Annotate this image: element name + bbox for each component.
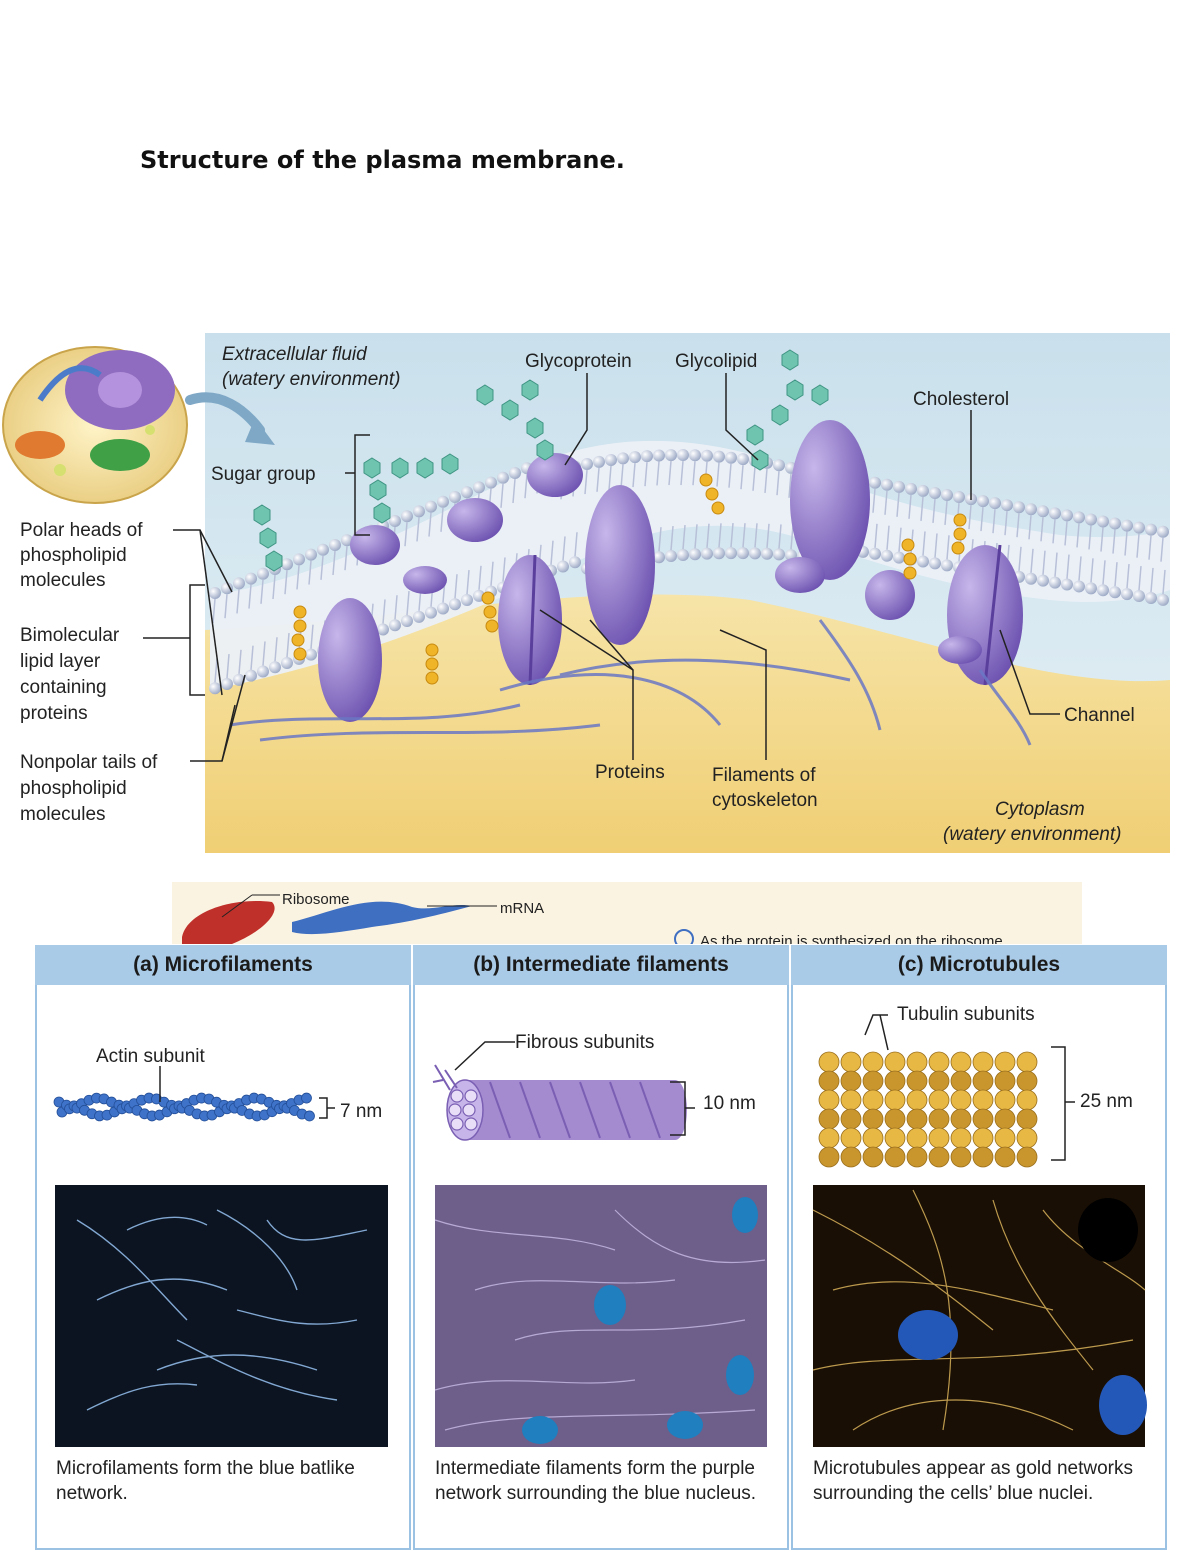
partial-figure-strip: Ribosome mRNA As the protein is synthesi… (172, 882, 1082, 944)
polar-heads-label-1: Polar heads of (20, 520, 143, 541)
nonpolar-tails-label-1: Nonpolar tails of (20, 752, 158, 773)
filaments-label-2: cytoskeleton (712, 790, 818, 811)
plasma-membrane-figure (2, 333, 1170, 853)
bimolecular-label-4: proteins (20, 703, 88, 724)
cytoplasm-label-1: Cytoplasm (995, 799, 1085, 820)
sugar-group-label: Sugar group (211, 464, 316, 485)
channel-label: Channel (1064, 705, 1135, 726)
panel-b-caption: Intermediate filaments form the purple n… (435, 1458, 757, 1504)
page-title: Structure of the plasma membrane. (140, 146, 625, 174)
bimolecular-label-2: lipid layer (20, 651, 101, 672)
glycolipid-label: Glycolipid (675, 351, 758, 372)
microtubule-size-label: 25 nm (1080, 1091, 1133, 1112)
microfilament-micrograph (55, 1185, 388, 1447)
panel-c-heading: (c) Microtubules (791, 945, 1167, 985)
actin-size-label: 7 nm (340, 1101, 383, 1122)
actin-subunit-label: Actin subunit (96, 1046, 205, 1067)
microtubule-drawings (812, 1014, 1147, 1447)
ribosome-label: Ribosome (282, 891, 350, 908)
tubulin-subunits-label: Tubulin subunits (897, 1004, 1035, 1025)
cholesterol-molecules (291, 473, 967, 685)
fibrous-subunits-label: Fibrous subunits (515, 1032, 655, 1053)
cytoskeleton-filaments (229, 619, 1032, 746)
polar-heads-label-3: molecules (20, 570, 106, 591)
bimolecular-label-1: Bimolecular (20, 625, 120, 646)
extracellular-label-2: (watery environment) (222, 369, 401, 390)
sugar-chains (253, 349, 829, 572)
microfilament-drawings (53, 1066, 388, 1447)
intermediate-size-label: 10 nm (703, 1093, 756, 1114)
ribosome-illustration (182, 894, 694, 944)
polar-heads-label-2: phospholipid (20, 545, 127, 566)
cholesterol-label: Cholesterol (913, 389, 1010, 410)
extracellular-label-1: Extracellular fluid (222, 344, 367, 365)
nonpolar-tails-label-3: molecules (20, 804, 106, 825)
panel-a-caption: Microfilaments form the blue batlike net… (56, 1458, 355, 1504)
bimolecular-label-3: containing (20, 677, 107, 698)
glycoprotein-label: Glycoprotein (525, 351, 632, 372)
mrna-label: mRNA (500, 900, 545, 917)
panel-c-caption: Microtubules appear as gold networks sur… (813, 1458, 1134, 1504)
panel-a-heading: (a) Microfilaments (35, 945, 411, 985)
nonpolar-tails-label-2: phospholipid (20, 778, 127, 799)
cytoplasm-label-2: (watery environment) (943, 824, 1122, 845)
filaments-label-1: Filaments of (712, 765, 816, 786)
cell-illustration (2, 346, 275, 504)
step-label: As the protein is synthesized on the rib… (700, 933, 1003, 944)
cytoplasm-region (205, 594, 1170, 853)
intermediate-filament-drawings (432, 1041, 767, 1447)
panel-b-heading: (b) Intermediate filaments (413, 945, 789, 985)
leader-lines (143, 373, 1060, 762)
membrane-proteins (318, 420, 1023, 722)
proteins-label: Proteins (595, 762, 665, 783)
